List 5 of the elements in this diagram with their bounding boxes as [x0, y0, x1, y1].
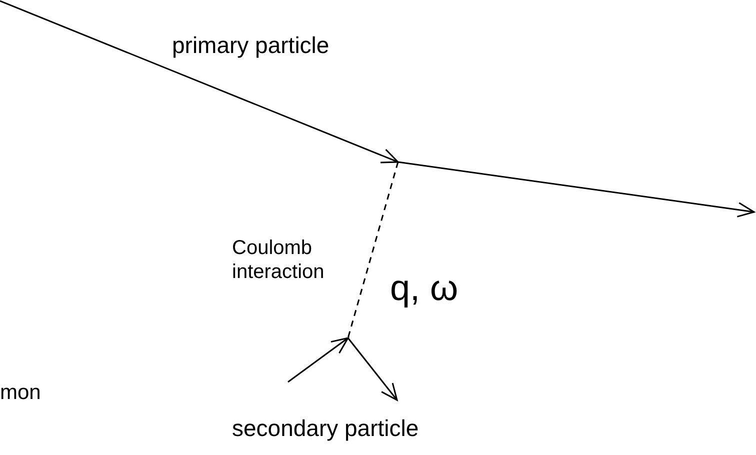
particle-label: mon — [0, 380, 41, 406]
trajectory-label: primary particle — [172, 32, 330, 60]
momentum-energy-label: q, ω — [390, 266, 458, 310]
interaction-label: Coulomb interaction — [232, 236, 326, 284]
trajectory-label: secondary particle — [232, 415, 419, 443]
